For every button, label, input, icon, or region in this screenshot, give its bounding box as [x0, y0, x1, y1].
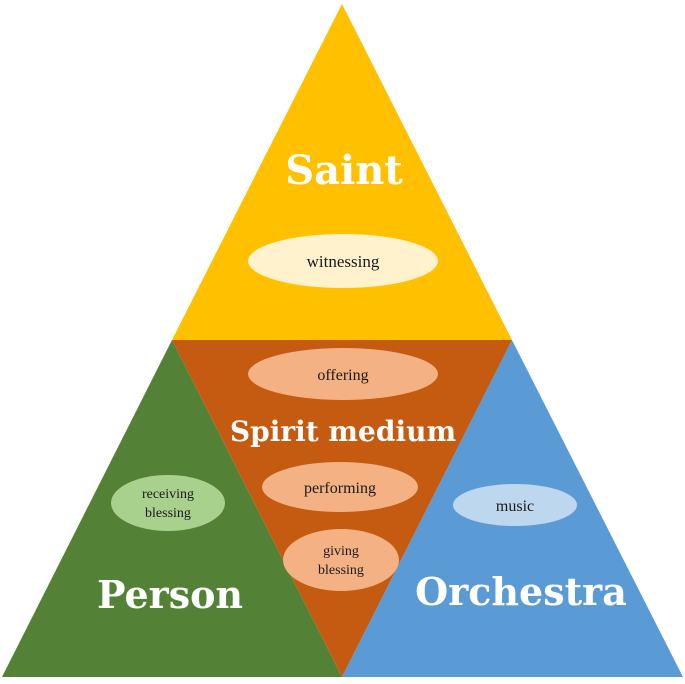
performing-label: performing [304, 480, 376, 497]
receiving-blessing-bubble [111, 475, 225, 531]
music-label: music [496, 498, 534, 515]
music-bubble [453, 484, 577, 526]
orchestra-title: Orchestra [415, 569, 627, 614]
giving-blessing-bubble [283, 529, 399, 591]
offering-bubble [248, 348, 438, 400]
saint-title: Saint [285, 147, 403, 194]
receiving-blessing-label-line2: blessing [145, 506, 191, 521]
spirit-medium-title: Spirit medium [230, 415, 456, 448]
performing-bubble [262, 462, 418, 512]
witnessing-bubble [248, 234, 438, 288]
offering-label: offering [317, 367, 368, 384]
giving-blessing-label-line2: blessing [318, 563, 364, 578]
giving-blessing-label-line1: giving [323, 544, 359, 559]
person-title: Person [97, 572, 243, 617]
witnessing-label: witnessing [307, 252, 380, 271]
receiving-blessing-label-line1: receiving [142, 487, 194, 502]
